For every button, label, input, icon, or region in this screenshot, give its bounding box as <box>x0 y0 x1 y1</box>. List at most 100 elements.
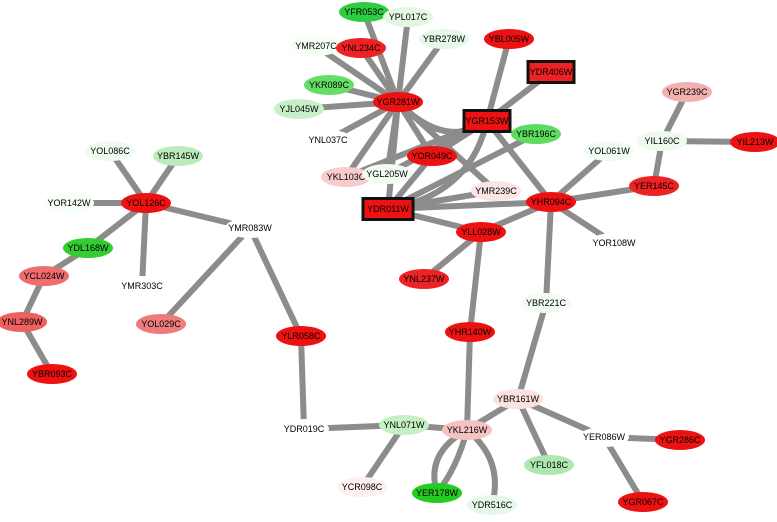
node-label: YMR083W <box>228 223 272 233</box>
edge-YGR153W-YHR094C <box>484 119 554 204</box>
node-label: YBR161W <box>497 394 540 404</box>
node-shape <box>493 389 543 409</box>
node-label: YOL126C <box>126 198 166 208</box>
node-YBR278W[interactable]: YBR278W <box>419 29 469 49</box>
node-shape <box>526 192 576 212</box>
node-YGR239C[interactable]: YGR239C <box>662 82 712 102</box>
node-YFR053C[interactable]: YFR053C <box>339 2 389 22</box>
node-YFL018C[interactable]: YFL018C <box>524 455 574 475</box>
node-label: YHR094C <box>531 197 572 207</box>
node-label: YDR011W <box>367 204 409 214</box>
node-label: YNL071W <box>383 420 425 430</box>
node-shape <box>511 124 561 144</box>
node-YBR221C[interactable]: YBR221C <box>521 293 571 313</box>
node-YKR089C[interactable]: YKR089C <box>304 75 354 95</box>
node-label: YKL103C <box>327 172 366 182</box>
node-YMR083W[interactable]: YMR083W <box>225 218 275 238</box>
node-YDL168W[interactable]: YDL168W <box>63 238 113 258</box>
node-YGR153W[interactable]: YGR153W <box>462 109 512 133</box>
node-shape <box>225 218 275 238</box>
node-YDR011W[interactable]: YDR011W <box>361 197 415 221</box>
node-shape <box>362 164 412 184</box>
node-YLR058C[interactable]: YLR058C <box>276 326 326 346</box>
node-YDR516C[interactable]: YDR516C <box>467 495 517 515</box>
node-label: YLL028W <box>461 227 501 237</box>
node-label: YDR019C <box>284 424 325 434</box>
edge-YGR153W-YBL005W <box>484 38 512 122</box>
node-YOL086C[interactable]: YOL086C <box>85 141 135 161</box>
node-label: YOR049C <box>411 151 453 161</box>
edge-YGR281W-YKL103C <box>343 100 401 179</box>
node-label: YMR207C <box>295 41 337 51</box>
node-label: YMR239C <box>475 186 517 196</box>
node-label: YBR093C <box>32 369 73 379</box>
node-YGL205W[interactable]: YGL205W <box>362 164 412 184</box>
node-shape <box>579 427 629 447</box>
node-shape <box>655 430 705 450</box>
node-shape <box>291 36 341 56</box>
node-label: YOR142W <box>47 198 91 208</box>
node-YBR196C[interactable]: YBR196C <box>511 124 561 144</box>
node-shape <box>383 7 433 27</box>
node-shape <box>121 193 171 213</box>
node-YMR303C[interactable]: YMR303C <box>117 276 167 296</box>
node-YGR286C[interactable]: YGR286C <box>655 430 705 450</box>
node-YIL160C[interactable]: YIL160C <box>637 131 687 151</box>
node-YOL061W[interactable]: YOL061W <box>584 141 634 161</box>
node-YBR145W[interactable]: YBR145W <box>153 146 203 166</box>
node-YNL071W[interactable]: YNL071W <box>379 415 429 435</box>
node-YNL289W[interactable]: YNL289W <box>0 312 47 332</box>
node-YDR406W[interactable]: YDR406W <box>526 60 576 84</box>
node-YER086W[interactable]: YER086W <box>579 427 629 447</box>
node-YGR067C[interactable]: YGR067C <box>618 492 668 512</box>
node-YBL005W[interactable]: YBL005W <box>484 29 534 49</box>
edge-YGR281W-YBR278W <box>395 37 447 104</box>
node-YCL024W[interactable]: YCL024W <box>19 266 69 286</box>
node-YBR161W[interactable]: YBR161W <box>493 389 543 409</box>
node-YNL237W[interactable]: YNL237W <box>399 269 449 289</box>
node-YHR094C[interactable]: YHR094C <box>526 192 576 212</box>
node-shape <box>303 130 353 150</box>
node-YMR207C[interactable]: YMR207C <box>291 36 341 56</box>
node-YNL234C[interactable]: YNL234C <box>336 38 386 58</box>
node-label: YOL061W <box>588 146 630 156</box>
node-shape <box>373 92 423 112</box>
node-YIL213W[interactable]: YIL213W <box>730 132 777 152</box>
node-shape <box>63 238 113 258</box>
node-YOL029C[interactable]: YOL029C <box>136 314 186 334</box>
node-YCR098C[interactable]: YCR098C <box>337 477 387 497</box>
node-YOR108W[interactable]: YOR108W <box>589 233 639 253</box>
node-YGR281W[interactable]: YGR281W <box>373 92 423 112</box>
node-YOR142W[interactable]: YOR142W <box>44 193 94 213</box>
node-YKL103C[interactable]: YKL103C <box>321 167 371 187</box>
node-shape <box>462 109 512 133</box>
node-YER145C[interactable]: YER145C <box>629 176 679 196</box>
node-YMR239C[interactable]: YMR239C <box>471 181 521 201</box>
node-YBR093C[interactable]: YBR093C <box>27 364 77 384</box>
node-shape <box>337 477 387 497</box>
edge-YBR161W-YFL018C <box>515 397 552 467</box>
node-label: YER086W <box>583 432 626 442</box>
node-shape <box>44 193 94 213</box>
node-YJL045W[interactable]: YJL045W <box>274 99 324 119</box>
node-YDR019C[interactable]: YDR019C <box>279 419 329 439</box>
node-label: YBR145W <box>157 151 200 161</box>
node-YKL216W[interactable]: YKL216W <box>442 420 492 440</box>
node-label: YLR058C <box>281 331 321 341</box>
node-shape <box>276 326 326 346</box>
node-YOL126C[interactable]: YOL126C <box>121 193 171 213</box>
node-YER178W[interactable]: YER178W <box>412 483 462 503</box>
node-label: YFL018C <box>530 460 569 470</box>
node-shape <box>339 2 389 22</box>
node-YLL028W[interactable]: YLL028W <box>456 222 506 242</box>
node-shape <box>361 197 415 221</box>
node-shape <box>662 82 712 102</box>
node-label: YNL037C <box>308 135 348 145</box>
edge-YGR281W-YPL017C <box>395 16 411 103</box>
node-YHR140W[interactable]: YHR140W <box>445 322 495 342</box>
node-YOR049C[interactable]: YOR049C <box>407 146 457 166</box>
node-YPL017C[interactable]: YPL017C <box>383 7 433 27</box>
node-shape <box>589 233 639 253</box>
node-shape <box>442 420 492 440</box>
node-YNL037C[interactable]: YNL037C <box>303 130 353 150</box>
